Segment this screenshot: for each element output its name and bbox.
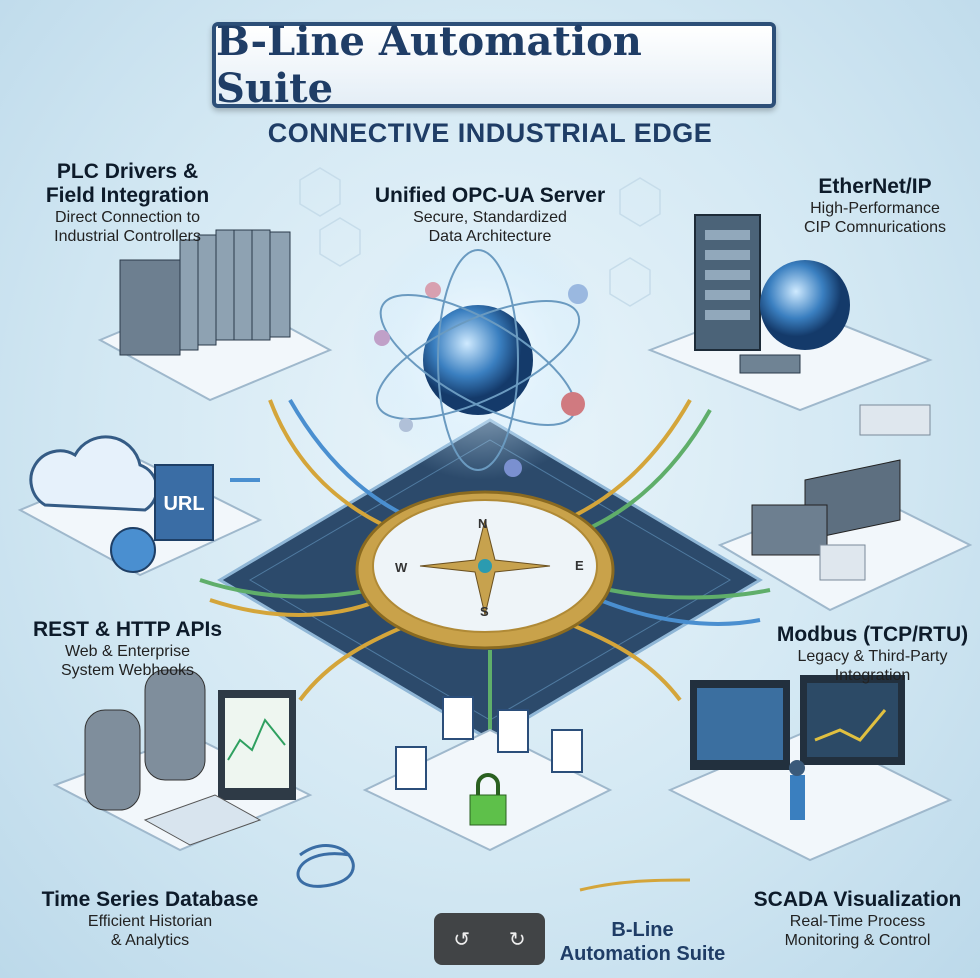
plc-desc-1: Direct Connection to [55, 209, 200, 226]
plc-platform [97, 229, 333, 402]
modbus-title: Modbus (TCP/RTU) [776, 623, 969, 646]
footer-title: B-Line Automation Suite [550, 918, 735, 966]
rest-desc-2: System Webhooks [60, 662, 195, 679]
compass-e: E [575, 558, 584, 573]
opcua-desc-2: Data Architecture [428, 228, 552, 245]
modbus-desc-2: Integration [834, 667, 911, 684]
rest-platform: URL [17, 435, 263, 577]
ethernetip-platform [647, 214, 933, 436]
ethernetip-desc-2: CIP Comnurications [804, 219, 946, 236]
page-title: B-Line Automation Suite [216, 18, 642, 112]
compass-s: S [480, 604, 489, 619]
tsdb-title: Time Series Database [41, 888, 259, 911]
footer-line-2: Automation Suite [559, 943, 726, 965]
rest-title: REST & HTTP APIs [32, 618, 223, 641]
opcua-title: Unified OPC-UA Server [374, 184, 606, 207]
section-opcua: Unified OPC-UA Server Secure, Standardiz… [350, 184, 630, 246]
page-subtitle: CONNECTIVE INDUSTRIAL EDGE [267, 118, 713, 148]
plc-desc-2: Industrial Controllers [54, 228, 201, 245]
footer-line-1: B-Line [611, 919, 674, 941]
hexagon-decor [299, 167, 661, 307]
image-controls: ↺ ↻ [434, 913, 545, 965]
scada-platform [667, 675, 953, 862]
compass [355, 490, 615, 650]
scada-title: SCADA Visualization [753, 888, 962, 911]
compass-w: W [395, 560, 408, 575]
modbus-desc-1: Legacy & Third-Party [797, 648, 948, 665]
scada-desc-1: Real-Time Process [789, 913, 926, 930]
opcua-desc-1: Secure, Standardized [413, 209, 567, 226]
section-plc: PLC Drivers & Field Integration Direct C… [20, 160, 235, 246]
compass-n: N [478, 516, 488, 531]
opcua-globe [350, 220, 610, 480]
plc-title-1: PLC Drivers & [56, 160, 199, 183]
ethernetip-title: EtherNet/IP [818, 175, 932, 198]
rest-desc-1: Web & Enterprise [64, 643, 191, 660]
plc-title-2: Field Integration [45, 184, 210, 207]
rotate-left-icon[interactable]: ↺ [453, 928, 471, 951]
tsdb-platform [52, 669, 313, 852]
rotate-right-icon[interactable]: ↻ [508, 928, 526, 951]
ethernetip-desc-1: High-Performance [810, 200, 940, 217]
scada-desc-2: Monitoring & Control [784, 932, 931, 949]
section-rest: REST & HTTP APIs Web & Enterprise System… [20, 618, 235, 680]
tsdb-desc-1: Efficient Historian [87, 913, 213, 930]
title-banner: B-Line Automation Suite [212, 18, 776, 112]
section-modbus: Modbus (TCP/RTU) Legacy & Third-Party In… [770, 623, 975, 685]
section-ethernetip: EtherNet/IP High-Performance CIP Comnuri… [775, 175, 975, 237]
ethernet-cables [296, 844, 691, 892]
security-platform [362, 696, 613, 852]
tsdb-desc-2: & Analytics [110, 932, 190, 949]
section-scada: SCADA Visualization Real-Time Process Mo… [740, 888, 975, 950]
url-badge: URL [163, 493, 204, 515]
section-tsdb: Time Series Database Efficient Historian… [30, 888, 270, 950]
modbus-platform [717, 459, 973, 612]
